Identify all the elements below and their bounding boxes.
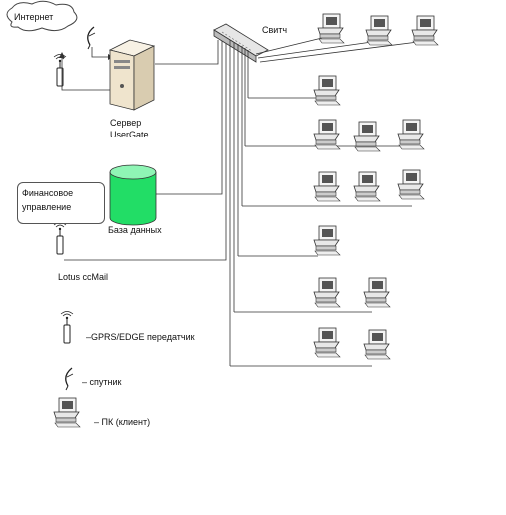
pc-icon bbox=[411, 15, 439, 46]
internet-cloud bbox=[6, 0, 78, 32]
pc-icon bbox=[365, 15, 393, 46]
pc-icon bbox=[363, 329, 391, 360]
pc-icon bbox=[397, 119, 425, 150]
server-switch-link bbox=[155, 40, 219, 65]
pc-icon bbox=[363, 277, 391, 308]
legend-pc-label: – ПК (клиент) bbox=[94, 417, 151, 427]
legend-satellite-label: – спутник bbox=[82, 377, 122, 387]
legend-gprs-icon bbox=[60, 311, 74, 344]
db-switch-link bbox=[156, 40, 223, 195]
antenna-link bbox=[61, 57, 110, 91]
pc-icon bbox=[313, 225, 341, 256]
database-icon bbox=[109, 164, 157, 226]
server-icon bbox=[108, 39, 156, 111]
pc-icon bbox=[313, 277, 341, 308]
satellite-icon bbox=[87, 26, 96, 50]
pc-icon bbox=[313, 327, 341, 358]
pc-icon bbox=[317, 13, 345, 44]
pc-icon bbox=[313, 119, 341, 150]
switch-icon bbox=[213, 23, 269, 63]
legend-pc-icon bbox=[53, 397, 81, 428]
pc-icon bbox=[353, 171, 381, 202]
pc-icon bbox=[397, 169, 425, 200]
server-label: Сервер UserGate bbox=[110, 118, 149, 137]
legend-gprs-label: –GPRS/EDGE передатчик bbox=[86, 332, 195, 342]
satellite-link bbox=[91, 47, 108, 58]
finance-label: Финансовое управление bbox=[22, 188, 74, 212]
lotus-label: Lotus ccMail bbox=[58, 272, 109, 282]
pc-icon bbox=[313, 171, 341, 202]
legend-satellite-icon bbox=[65, 367, 74, 391]
lotus-switch-link bbox=[64, 40, 227, 261]
switch-trunk bbox=[229, 37, 419, 367]
pc-icon bbox=[313, 75, 341, 106]
database-label: База данных bbox=[108, 225, 162, 235]
switch-label: Свитч bbox=[262, 25, 288, 35]
lotus-antenna-icon bbox=[53, 222, 67, 255]
finance-box: Финансовое управление bbox=[17, 182, 105, 224]
gprs-transmitter-icon bbox=[53, 54, 67, 87]
internet-label: Интернет bbox=[14, 12, 54, 22]
pc-icon bbox=[353, 121, 381, 152]
